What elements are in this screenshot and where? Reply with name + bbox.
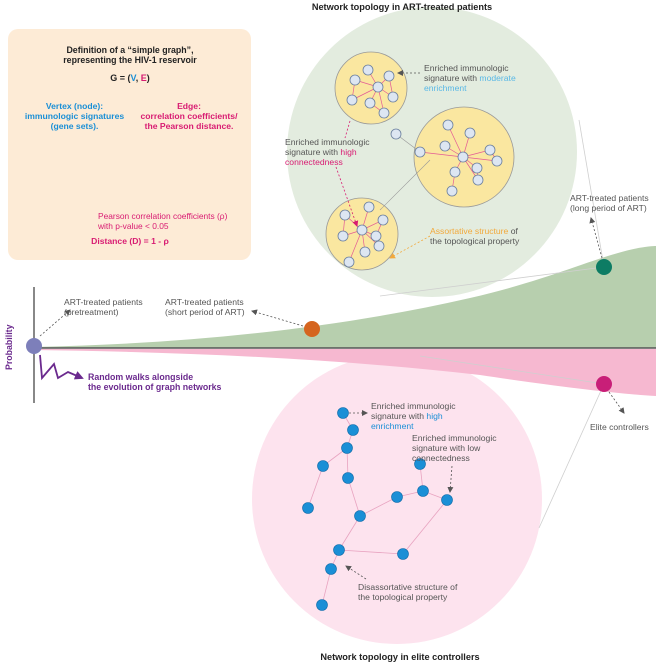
ec-network-nodes xyxy=(302,407,453,611)
pretreatment-point xyxy=(26,338,42,354)
high-connectedness-pointer xyxy=(344,120,351,139)
edge-definition: Edge:correlation coefficients/the Pearso… xyxy=(140,101,238,131)
y-axis-label: Probability xyxy=(4,324,14,370)
inter-cluster-link xyxy=(379,159,431,211)
pearson-note: Pearson correlation coefficients (ρ)with… xyxy=(98,211,228,231)
vertex-definition: Vertex (node):immunologic signatures(gen… xyxy=(24,101,125,131)
short-period-point xyxy=(304,321,320,337)
ec-probability-area xyxy=(34,349,656,396)
art-network-nodes xyxy=(337,64,503,268)
ec-network-title: Network topology in elite controllers xyxy=(320,652,480,662)
low-connectedness-pointer xyxy=(447,465,454,493)
cluster-moderate-enrichment xyxy=(334,51,408,125)
definition-panel xyxy=(8,29,251,260)
connector-line xyxy=(379,266,605,297)
pretreatment-pointer xyxy=(39,309,71,337)
connector-line xyxy=(538,383,605,529)
graph-formula: G = (V, E) xyxy=(110,73,150,83)
connector-line xyxy=(419,355,605,385)
art-network-title: Network topology in ART-treated patients xyxy=(311,2,493,12)
random-walk-arrow xyxy=(39,354,84,381)
pretreatment-label: ART-treated patients(pretreatment) xyxy=(64,297,143,317)
definition-title: Definition of a “simple graph”,represent… xyxy=(63,45,197,65)
elite-controllers-label: Elite controllers xyxy=(590,422,649,432)
distance-formula: Distance (D) = 1 - ρ xyxy=(91,236,169,246)
elite-controllers-point xyxy=(596,376,612,392)
short-period-label: ART-treated patients(short period of ART… xyxy=(165,297,245,317)
art-probability-area xyxy=(34,246,656,348)
high-connectedness-pointer xyxy=(335,166,359,227)
long-period-pointer xyxy=(589,217,603,259)
long-period-label: ART-treated patients(long period of ART) xyxy=(570,193,649,213)
connector-line xyxy=(578,119,605,268)
elite-pointer xyxy=(608,391,625,414)
short-period-pointer xyxy=(251,309,304,327)
long-period-point xyxy=(596,259,612,275)
